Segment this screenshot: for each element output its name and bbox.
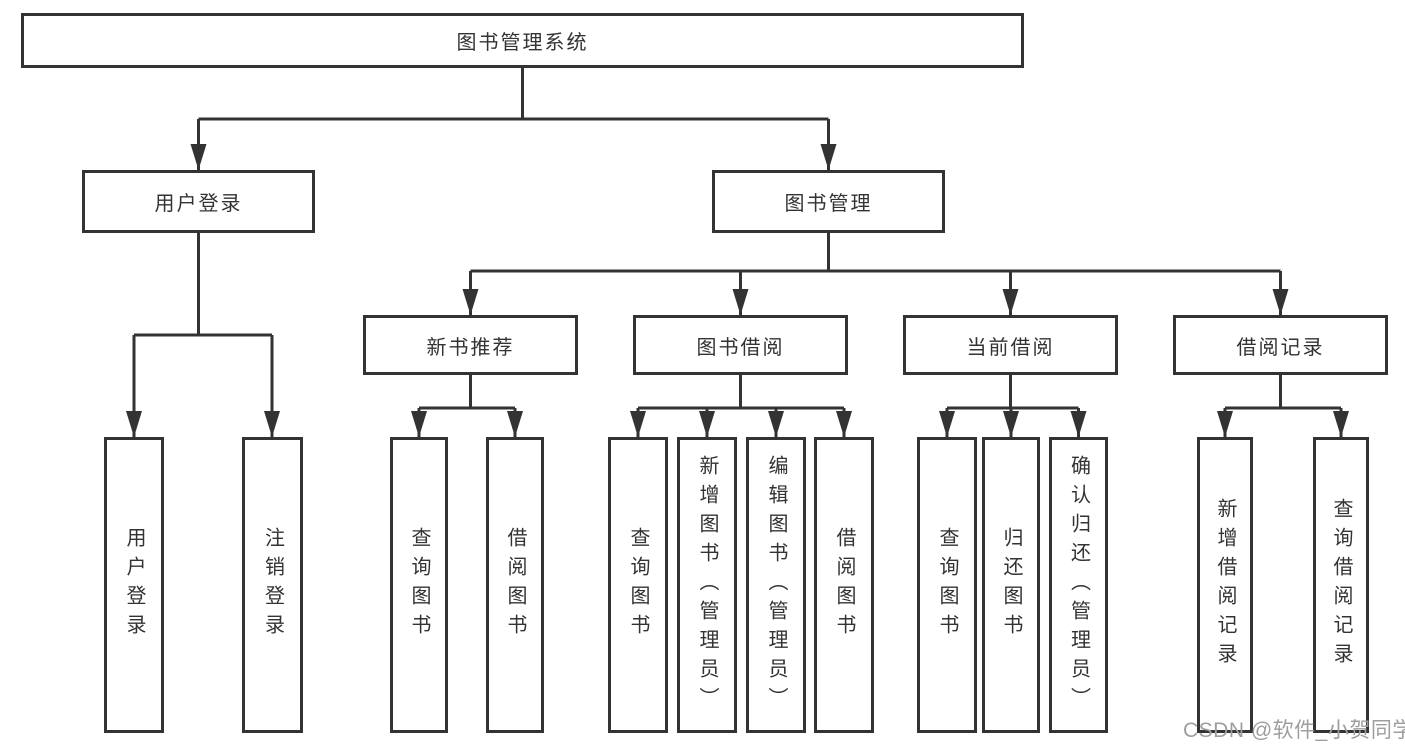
node-book-borrow: 图书借阅 bbox=[633, 315, 848, 375]
node-book-management: 图书管理 bbox=[712, 170, 945, 233]
node-leaf-bb-query-book: 查询图书 bbox=[608, 437, 668, 733]
leaf-label: 新增借阅记录 bbox=[1214, 498, 1236, 672]
leaf-label: 查询借阅记录 bbox=[1330, 498, 1352, 672]
leaf-label: 归还图书 bbox=[1000, 527, 1022, 643]
leaf-label: 借阅图书 bbox=[833, 527, 855, 643]
node-borrow-records: 借阅记录 bbox=[1173, 315, 1388, 375]
node-leaf-logout: 注销登录 bbox=[242, 437, 303, 733]
node-root: 图书管理系统 bbox=[21, 13, 1024, 68]
leaf-label: 用户登录 bbox=[123, 527, 145, 643]
leaf-label: 查询图书 bbox=[627, 527, 649, 643]
node-current-borrow: 当前借阅 bbox=[903, 315, 1118, 375]
leaf-label: 注销登录 bbox=[261, 527, 284, 643]
node-leaf-nb-query-book: 查询图书 bbox=[390, 437, 448, 733]
node-leaf-nb-borrow-book: 借阅图书 bbox=[486, 437, 544, 733]
leaf-label: 查询图书 bbox=[936, 527, 958, 643]
leaf-label: 编辑图书（管理员） bbox=[765, 454, 787, 716]
node-leaf-br-add-record: 新增借阅记录 bbox=[1197, 437, 1253, 733]
node-leaf-cb-confirm-return: 确认归还（管理员） bbox=[1049, 437, 1108, 733]
node-new-book-recommend: 新书推荐 bbox=[363, 315, 578, 375]
leaf-label: 查询图书 bbox=[408, 527, 430, 643]
csdn-watermark: CSDN @软件_小贺同学 bbox=[1183, 719, 1405, 742]
node-user-login: 用户登录 bbox=[82, 170, 315, 233]
node-leaf-br-query-record: 查询借阅记录 bbox=[1313, 437, 1369, 733]
node-leaf-user-login: 用户登录 bbox=[104, 437, 164, 733]
node-leaf-bb-add-book: 新增图书（管理员） bbox=[677, 437, 737, 733]
leaf-label: 确认归还（管理员） bbox=[1067, 454, 1090, 716]
node-leaf-bb-borrow-book: 借阅图书 bbox=[814, 437, 874, 733]
leaf-label: 新增图书（管理员） bbox=[696, 454, 718, 716]
leaf-label: 借阅图书 bbox=[504, 527, 526, 643]
node-leaf-cb-return-book: 归还图书 bbox=[982, 437, 1040, 733]
node-leaf-bb-edit-book: 编辑图书（管理员） bbox=[746, 437, 806, 733]
node-leaf-cb-query-book: 查询图书 bbox=[917, 437, 977, 733]
